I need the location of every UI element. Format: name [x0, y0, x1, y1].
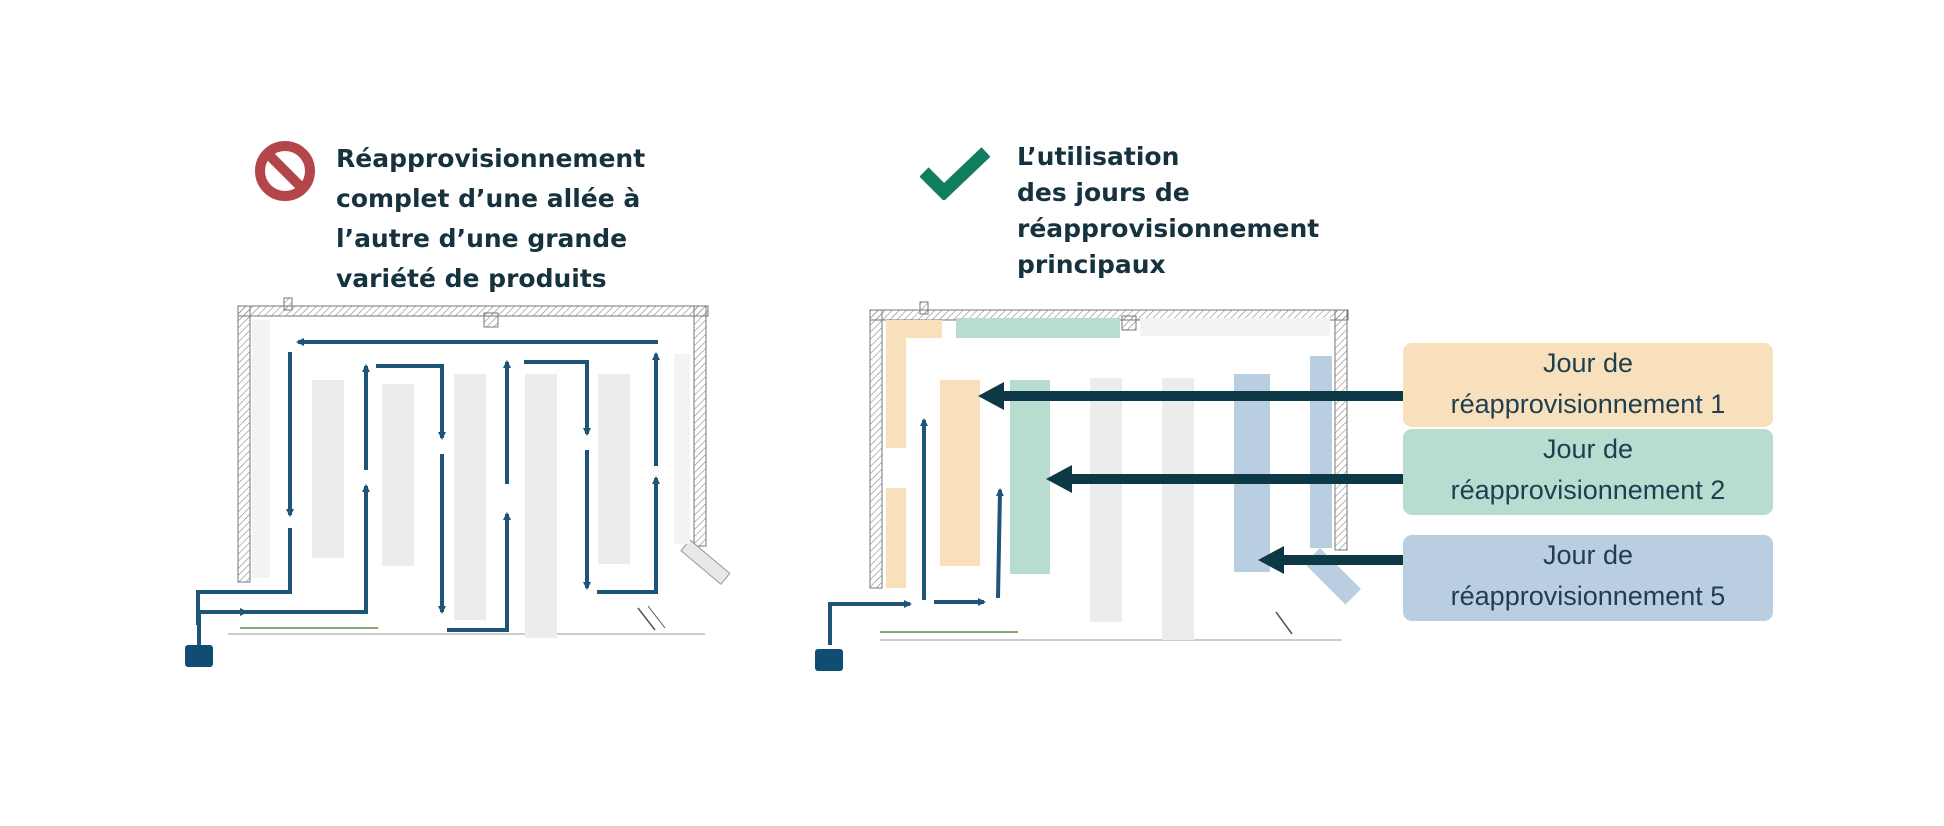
shelf-day-1 [886, 320, 906, 448]
left-heading-line: complet d’une allée à [336, 184, 641, 213]
restock-path [828, 418, 1004, 645]
callout-restock-day-5: Jour de réapprovisionnement 5 [1403, 535, 1773, 621]
left-heading-line: l’autre d’une grande [336, 224, 628, 253]
shelf [1162, 378, 1194, 640]
callout-line: Jour de [1542, 434, 1634, 464]
shelf-day-5 [1234, 374, 1270, 572]
shelf [1090, 378, 1122, 622]
shelves [886, 318, 1362, 640]
store-walls [228, 297, 731, 635]
callout-line: réapprovisionnement 5 [1450, 581, 1726, 611]
shelf [525, 374, 557, 638]
store-walls [869, 301, 1349, 641]
callout-restock-day-2: Jour de réapprovisionnement 2 [1403, 429, 1773, 515]
callout-line: réapprovisionnement 2 [1450, 475, 1726, 505]
shelf-day-1 [902, 320, 942, 338]
shelf-day-5 [1310, 356, 1332, 548]
shelf [454, 374, 486, 620]
shelf-day-1 [940, 380, 980, 566]
shelf [252, 320, 270, 578]
shelf [598, 374, 630, 564]
no-entry-icon [255, 141, 315, 201]
entry-marker [815, 649, 843, 671]
shelf-day-1 [886, 488, 906, 588]
shelf [1140, 318, 1330, 336]
shelf-day-5 [1304, 548, 1362, 605]
left-heading-line: variété de produits [336, 264, 607, 293]
shelf [674, 354, 690, 544]
left-heading: Réapprovisionnement complet d’une allée … [336, 139, 645, 299]
right-heading-line: principaux [1017, 250, 1166, 279]
right-heading-line: réapprovisionnement [1017, 214, 1320, 243]
callout-restock-day-1: Jour de réapprovisionnement 1 [1403, 343, 1773, 427]
callout-line: Jour de [1542, 348, 1634, 378]
right-heading: L’utilisation des jours de réapprovision… [1017, 139, 1319, 283]
restock-path [196, 338, 660, 632]
left-heading-line: Réapprovisionnement [336, 144, 646, 173]
right-heading-line: des jours de [1017, 178, 1190, 207]
entry-marker [185, 645, 213, 667]
floor-plan-full-restock [185, 297, 731, 667]
shelf [312, 380, 344, 558]
shelf-day-2 [956, 318, 1120, 338]
shelf-day-2 [1010, 380, 1050, 574]
floor-plan-restock-days [815, 301, 1362, 671]
callout-line: réapprovisionnement 1 [1450, 389, 1726, 419]
shelf [382, 384, 414, 566]
callout-line: Jour de [1542, 540, 1634, 570]
shelves [252, 320, 690, 638]
right-heading-line: L’utilisation [1017, 142, 1180, 171]
check-icon [920, 147, 990, 200]
